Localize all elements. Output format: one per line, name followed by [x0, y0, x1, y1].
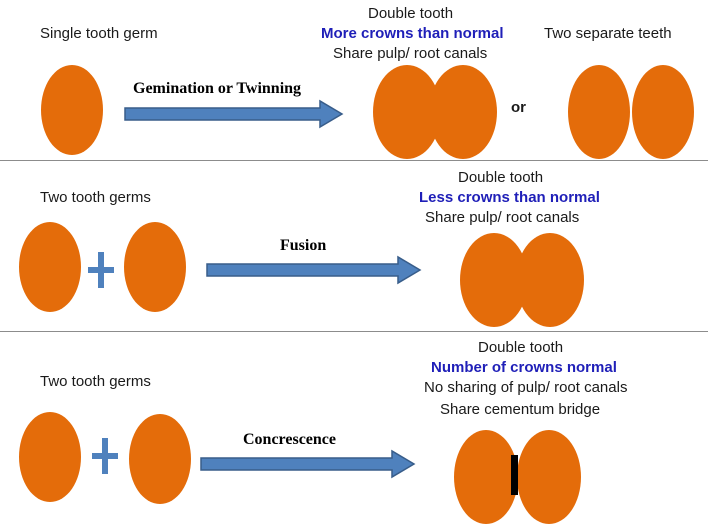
- row2-result-title: Double tooth: [458, 169, 544, 186]
- row1-process-label: Gemination or Twinning: [133, 80, 302, 97]
- separate-tooth-left: [568, 65, 630, 159]
- double-tooth-fusion: [460, 233, 584, 327]
- row3-process-label: Concrescence: [243, 431, 336, 448]
- row3-arrow-icon: [200, 449, 416, 479]
- row1-result-emphasis: More crowns than normal: [321, 25, 504, 42]
- row2-arrow-icon: [206, 255, 422, 285]
- row1-result-title: Double tooth: [368, 5, 454, 22]
- row1-alt-label: Two separate teeth: [544, 25, 672, 42]
- single-tooth-germ: [41, 65, 103, 155]
- double-tooth-concrescence: [454, 430, 581, 524]
- tooth-germ-b: [124, 222, 186, 312]
- row2-result-note: Share pulp/ root canals: [425, 209, 580, 226]
- row3-result-title: Double tooth: [478, 339, 564, 356]
- row2-process-label: Fusion: [280, 237, 327, 254]
- row1-left-label: Single tooth germ: [40, 25, 158, 42]
- tooth-germ-d: [129, 414, 191, 504]
- cementum-bridge: [511, 455, 518, 495]
- row1-result-note: Share pulp/ root canals: [333, 45, 488, 62]
- plus-icon: [88, 252, 114, 288]
- row1-or-label: or: [511, 99, 526, 116]
- row3-result-note-2: Share cementum bridge: [440, 401, 601, 418]
- row2-left-label: Two tooth germs: [40, 189, 151, 206]
- divider-1: [0, 160, 708, 161]
- plus-icon: [92, 438, 118, 474]
- row3-result-emphasis: Number of crowns normal: [431, 359, 617, 376]
- tooth-germ-a: [19, 222, 81, 312]
- row3-left-label: Two tooth germs: [40, 373, 151, 390]
- double-tooth-gemination: [373, 65, 497, 159]
- tooth-germ-c: [19, 412, 81, 502]
- row2-result-emphasis: Less crowns than normal: [419, 189, 600, 206]
- row1-arrow-icon: [124, 99, 344, 129]
- divider-2: [0, 331, 708, 332]
- row3-result-note-1: No sharing of pulp/ root canals: [424, 379, 628, 396]
- separate-tooth-right: [632, 65, 694, 159]
